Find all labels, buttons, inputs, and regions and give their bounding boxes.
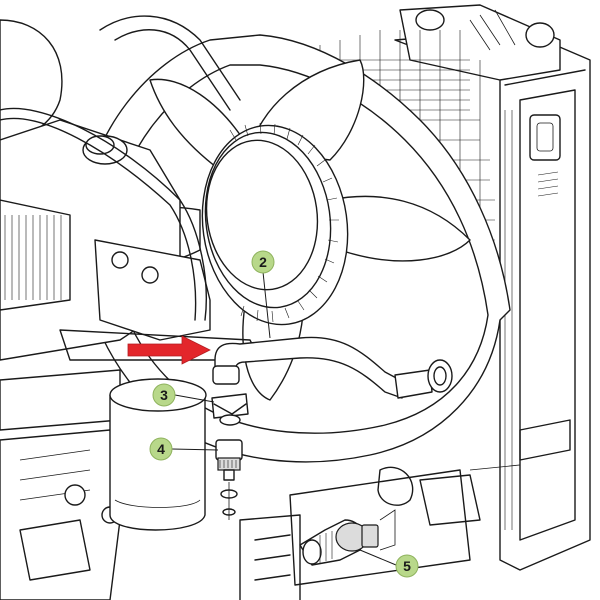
callout-5-label: 5 bbox=[403, 558, 411, 574]
leader-3 bbox=[174, 394, 215, 403]
engine-block bbox=[0, 19, 261, 600]
lower-bracket bbox=[239, 464, 521, 600]
radiator-cap bbox=[529, 114, 561, 161]
callout-5: 5 bbox=[395, 554, 419, 578]
direction-arrow-icon bbox=[127, 335, 211, 365]
hose-clamp bbox=[211, 393, 249, 426]
temperature-sensor bbox=[215, 439, 243, 520]
leader-4 bbox=[171, 448, 219, 451]
callout-4-label: 4 bbox=[157, 441, 165, 457]
fan-hub bbox=[201, 122, 349, 326]
pipes bbox=[0, 15, 241, 321]
callout-3: 3 bbox=[152, 383, 176, 407]
coolant-hose bbox=[212, 336, 453, 399]
callout-2-label: 2 bbox=[259, 254, 267, 270]
callout-4: 4 bbox=[149, 437, 173, 461]
leader-2 bbox=[262, 271, 271, 339]
pressure-sensor bbox=[289, 469, 471, 586]
leader-5 bbox=[359, 549, 397, 566]
leader-lines bbox=[171, 271, 397, 566]
callout-2: 2 bbox=[251, 250, 275, 274]
callout-3-label: 3 bbox=[160, 387, 168, 403]
hose-elbow-fitting bbox=[212, 365, 240, 385]
